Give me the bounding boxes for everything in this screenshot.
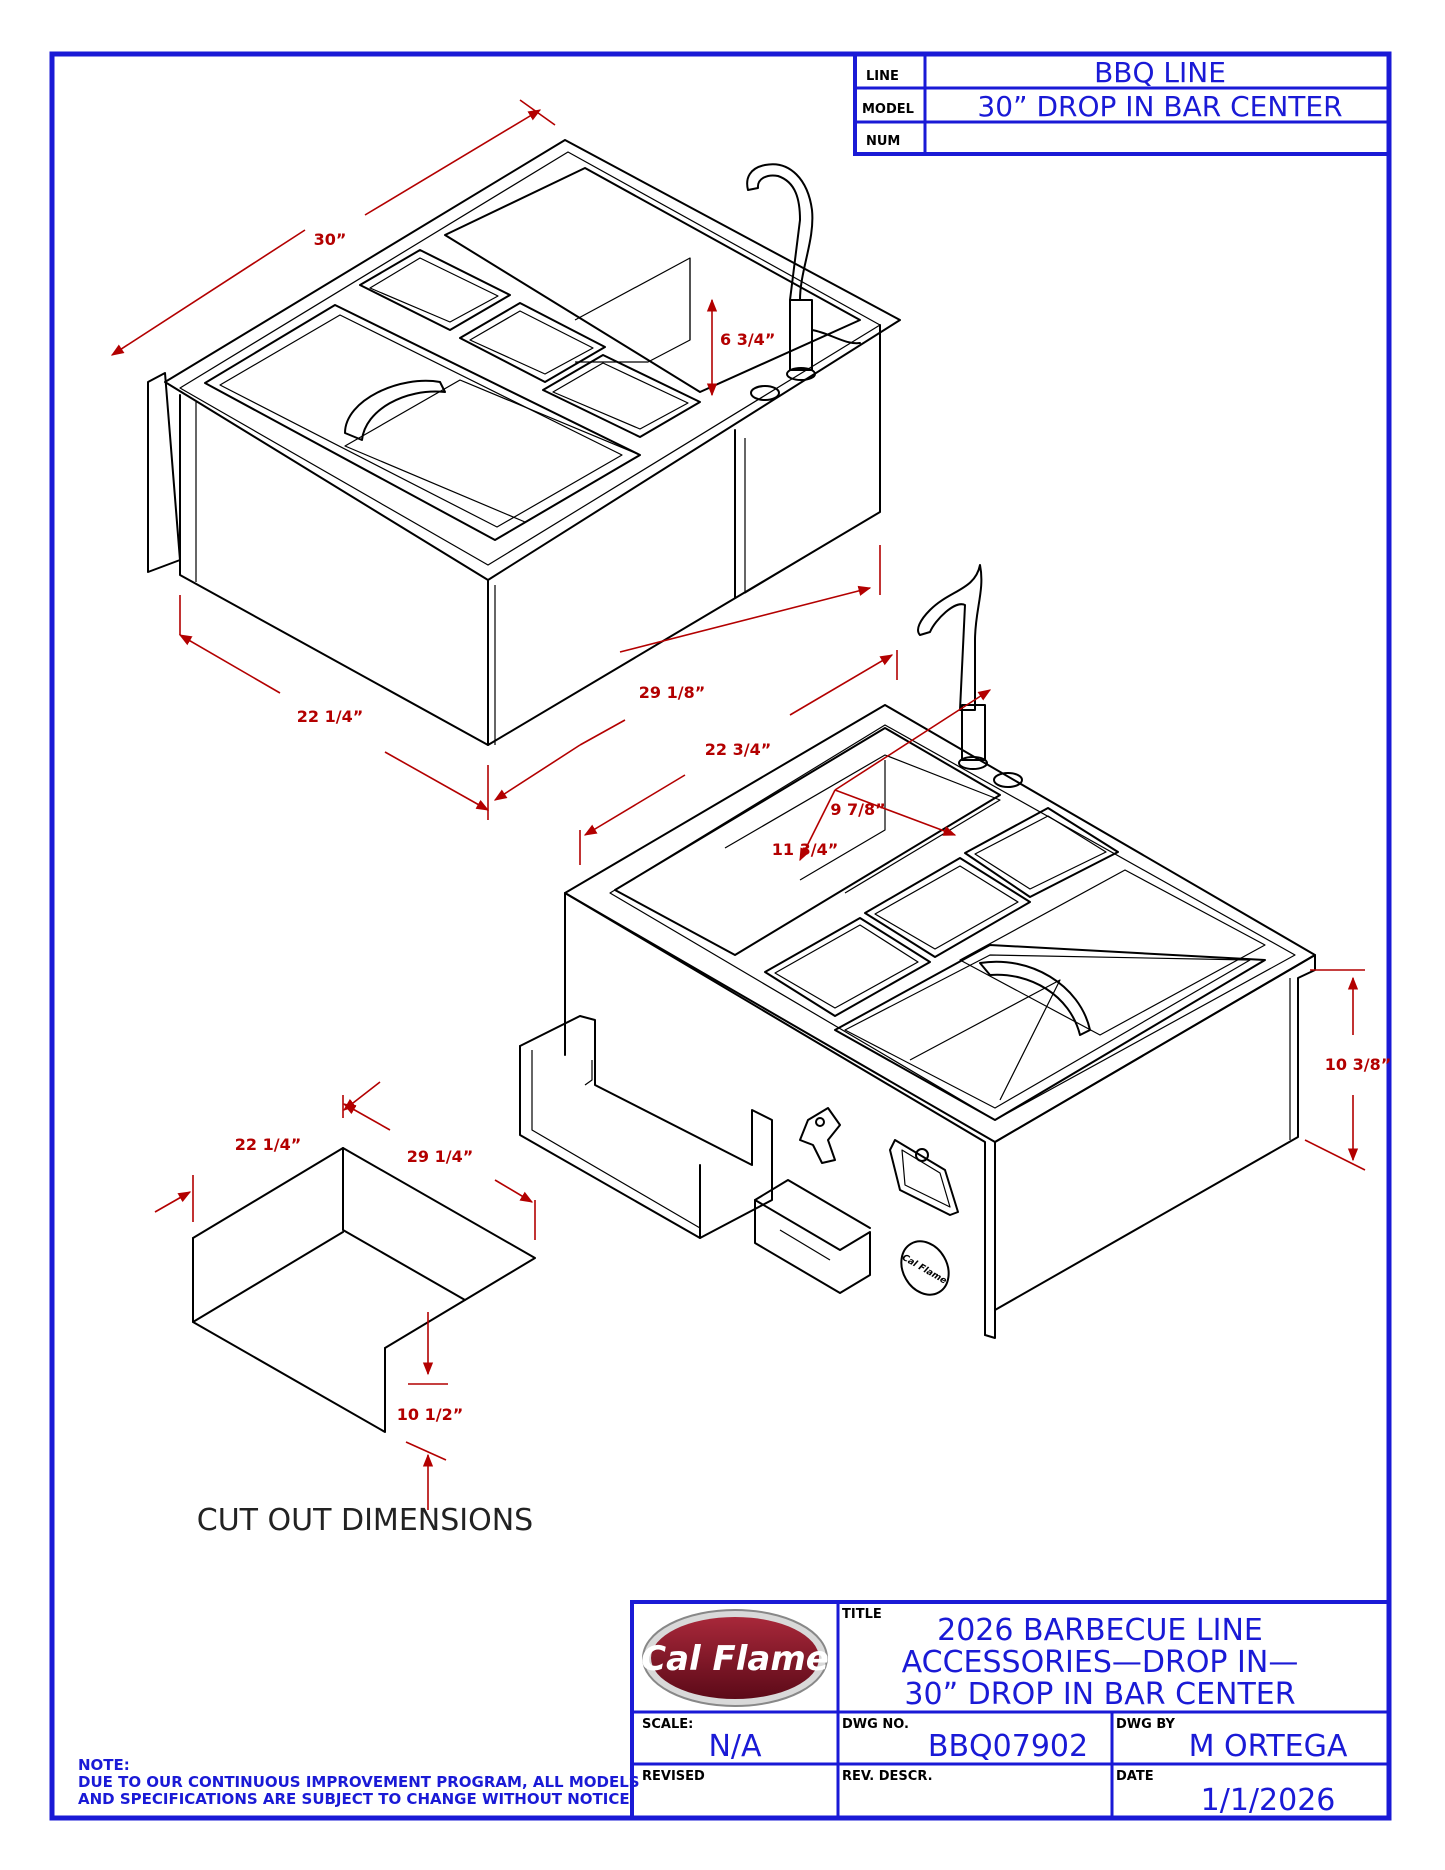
logo-text: Cal Flame (641, 1639, 829, 1679)
dwg-no-value: BBQ07902 (928, 1729, 1088, 1764)
note-block: NOTE: DUE TO OUR CONTINUOUS IMPROVEMENT … (78, 1756, 640, 1808)
title-label: TITLE (842, 1607, 882, 1622)
dwg-by-label: DWG BY (1116, 1717, 1176, 1732)
cutout-dim-10-1-2: 10 1/2” (397, 1405, 463, 1424)
line-label: LINE (866, 69, 899, 84)
rev-descr-label: REV. DESCR. (842, 1769, 933, 1784)
dim-6-3-4: 6 3/4” (720, 330, 775, 349)
cutout-diagram: 22 1/4” 29 1/4” 10 1/2” CUT OUT DIMENSIO… (154, 1081, 536, 1538)
title-line-2: ACCESSORIES—DROP IN— (902, 1645, 1299, 1680)
header-block: LINE BBQ LINE MODEL 30” DROP IN BAR CENT… (853, 52, 1391, 156)
line-value: BBQ LINE (1094, 56, 1226, 89)
date-label: DATE (1116, 1769, 1154, 1784)
dim-30: 30” (314, 230, 347, 249)
title-line-1: 2026 BARBECUE LINE (937, 1613, 1263, 1648)
dim-11-3-4: 11 3/4” (772, 840, 838, 859)
cutout-dim-22-1-4: 22 1/4” (235, 1135, 301, 1154)
dwg-no-label: DWG NO. (842, 1717, 909, 1732)
model-value: 30” DROP IN BAR CENTER (977, 90, 1342, 123)
date-value: 1/1/2026 (1201, 1783, 1336, 1818)
num-label: NUM (866, 134, 900, 149)
dim-10-3-8: 10 3/8” (1325, 1055, 1391, 1074)
note-line-1: DUE TO OUR CONTINUOUS IMPROVEMENT PROGRA… (78, 1773, 640, 1791)
revised-label: REVISED (642, 1769, 705, 1784)
model-label: MODEL (862, 102, 914, 117)
dwg-by-value: M ORTEGA (1189, 1729, 1348, 1764)
title-line-3: 30” DROP IN BAR CENTER (904, 1677, 1295, 1712)
front-unit-dimensions: 22 3/4” 9 7/8” 11 3/4” 10 3/8” (579, 650, 1391, 1171)
scale-value: N/A (708, 1729, 762, 1764)
note-line-2: AND SPECIFICATIONS ARE SUBJECT TO CHANGE… (78, 1790, 635, 1808)
top-unit-dimensions: 30” 6 3/4” 22 1/4” 29 1/8” (110, 99, 881, 820)
dim-29-1-8: 29 1/8” (639, 683, 705, 702)
cutout-dim-29-1-4: 29 1/4” (407, 1147, 473, 1166)
dim-22-3-4: 22 3/4” (705, 740, 771, 759)
bar-center-front-view: Cal Flame (519, 564, 1316, 1339)
note-heading: NOTE: (78, 1756, 130, 1774)
outer-frame (49, 51, 1392, 1821)
dim-22-1-4-left: 22 1/4” (297, 707, 363, 726)
scale-label: SCALE: (642, 1717, 693, 1732)
title-block: Cal Flame TITLE 2026 BARBECUE LINE ACCES… (630, 1600, 1391, 1820)
bar-center-rear-view (147, 139, 901, 746)
dim-9-7-8: 9 7/8” (830, 800, 885, 819)
cal-flame-logo: Cal Flame (641, 1609, 829, 1707)
cutout-caption: CUT OUT DIMENSIONS (197, 1503, 533, 1538)
